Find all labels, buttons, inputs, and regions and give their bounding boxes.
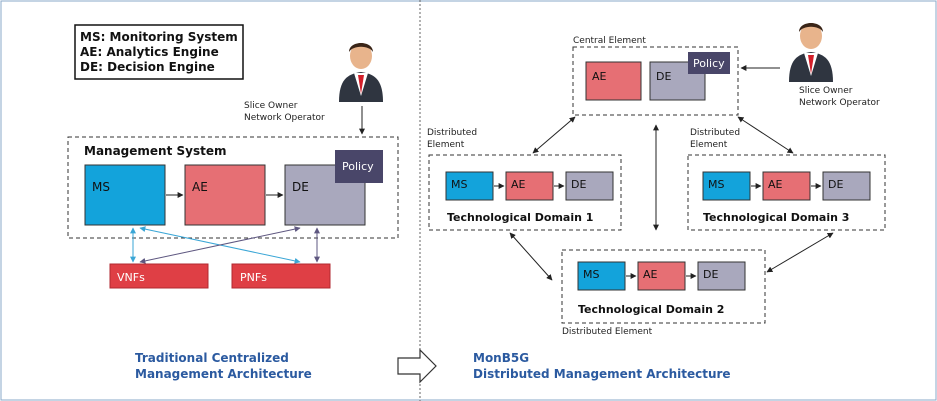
ms-block	[84, 164, 166, 226]
domain-1-box: MS AE DE Technological Domain 1	[428, 154, 622, 231]
operator-label-right-2: Network Operator	[799, 98, 880, 108]
ms-label: MS	[92, 180, 110, 194]
domain-2-ae-label: AE	[643, 268, 658, 281]
domain-1-ae-block	[505, 171, 554, 201]
ae-label: AE	[192, 180, 208, 194]
domain-3-title: Technological Domain 3	[703, 211, 849, 224]
domain-2-ms-block	[577, 261, 626, 291]
domain-1-ae-label: AE	[511, 178, 526, 191]
domain-1-de-block	[565, 171, 614, 201]
policy-block	[335, 150, 383, 183]
domain-2-box: MS AE DE Technological Domain 2	[561, 249, 766, 324]
left-caption-line1: Traditional Centralized	[135, 351, 289, 365]
distributed-label-left-2: Element	[427, 140, 465, 150]
left-caption-line2: Management Architecture	[135, 367, 312, 381]
domain-1-ms-block	[445, 171, 494, 201]
central-ae-label: AE	[592, 70, 607, 83]
distributed-label-right-1: Distributed	[690, 128, 740, 138]
domain1-domain2-link	[509, 232, 553, 281]
domain-3-ae-label: AE	[768, 178, 783, 191]
legend-line-ms: MS: Monitoring System	[80, 30, 238, 44]
operator-label-left-2: Network Operator	[244, 113, 325, 123]
domain-1-ms-label: MS	[451, 178, 467, 191]
pnfs-label: PNFs	[240, 271, 267, 284]
distributed-label-right-2: Element	[690, 140, 728, 150]
central-element-box: AE DE Policy	[572, 46, 739, 116]
de-vnf-link	[139, 226, 301, 264]
legend-line-de: DE: Decision Engine	[80, 60, 215, 74]
vnfs-block	[109, 263, 209, 289]
legend-line-ae: AE: Analytics Engine	[80, 45, 219, 59]
central-de-label: DE	[656, 70, 671, 83]
domain-1-de-label: DE	[571, 178, 586, 191]
domain-1-title: Technological Domain 1	[447, 211, 593, 224]
operator-icon-right	[789, 23, 833, 82]
right-caption-line2: Distributed Management Architecture	[473, 367, 731, 381]
domain-2-ms-label: MS	[583, 268, 599, 281]
central-domain1-link	[532, 116, 576, 154]
domain-2-ae-block	[637, 261, 686, 291]
vnfs-label: VNFs	[117, 271, 145, 284]
central-policy-block	[688, 52, 730, 74]
right-caption-line1: MonB5G	[473, 351, 529, 365]
legend-box: MS: Monitoring System AE: Analytics Engi…	[74, 24, 244, 80]
distributed-label-bottom: Distributed Element	[562, 327, 653, 337]
management-system-box: Management System MS AE DE Policy	[67, 136, 399, 239]
pnfs-block	[231, 263, 331, 289]
domain-3-ms-label: MS	[708, 178, 724, 191]
central-domain3-link	[737, 116, 794, 154]
domain-3-ae-block	[762, 171, 811, 201]
operator-label-right-1: Slice Owner	[799, 86, 853, 96]
distributed-label-left-1: Distributed	[427, 128, 477, 138]
de-label: DE	[292, 180, 309, 194]
central-ae-block	[585, 61, 642, 101]
management-system-title: Management System	[84, 144, 227, 158]
domain-2-de-label: DE	[703, 268, 718, 281]
operator-label-left-1: Slice Owner	[244, 101, 298, 111]
domain-3-de-block	[822, 171, 871, 201]
ae-block	[184, 164, 266, 226]
domain3-domain2-link	[766, 232, 834, 273]
domain-2-de-block	[697, 261, 746, 291]
central-element-label: Central Element	[573, 36, 646, 46]
domain-3-box: MS AE DE Technological Domain 3	[687, 154, 886, 231]
transition-arrow-icon	[397, 348, 437, 384]
domain-2-title: Technological Domain 2	[578, 303, 724, 316]
domain-3-ms-block	[702, 171, 751, 201]
domain-3-de-label: DE	[828, 178, 843, 191]
policy-label: Policy	[342, 160, 374, 173]
central-policy-label: Policy	[693, 57, 725, 70]
operator-icon-left	[339, 43, 383, 102]
